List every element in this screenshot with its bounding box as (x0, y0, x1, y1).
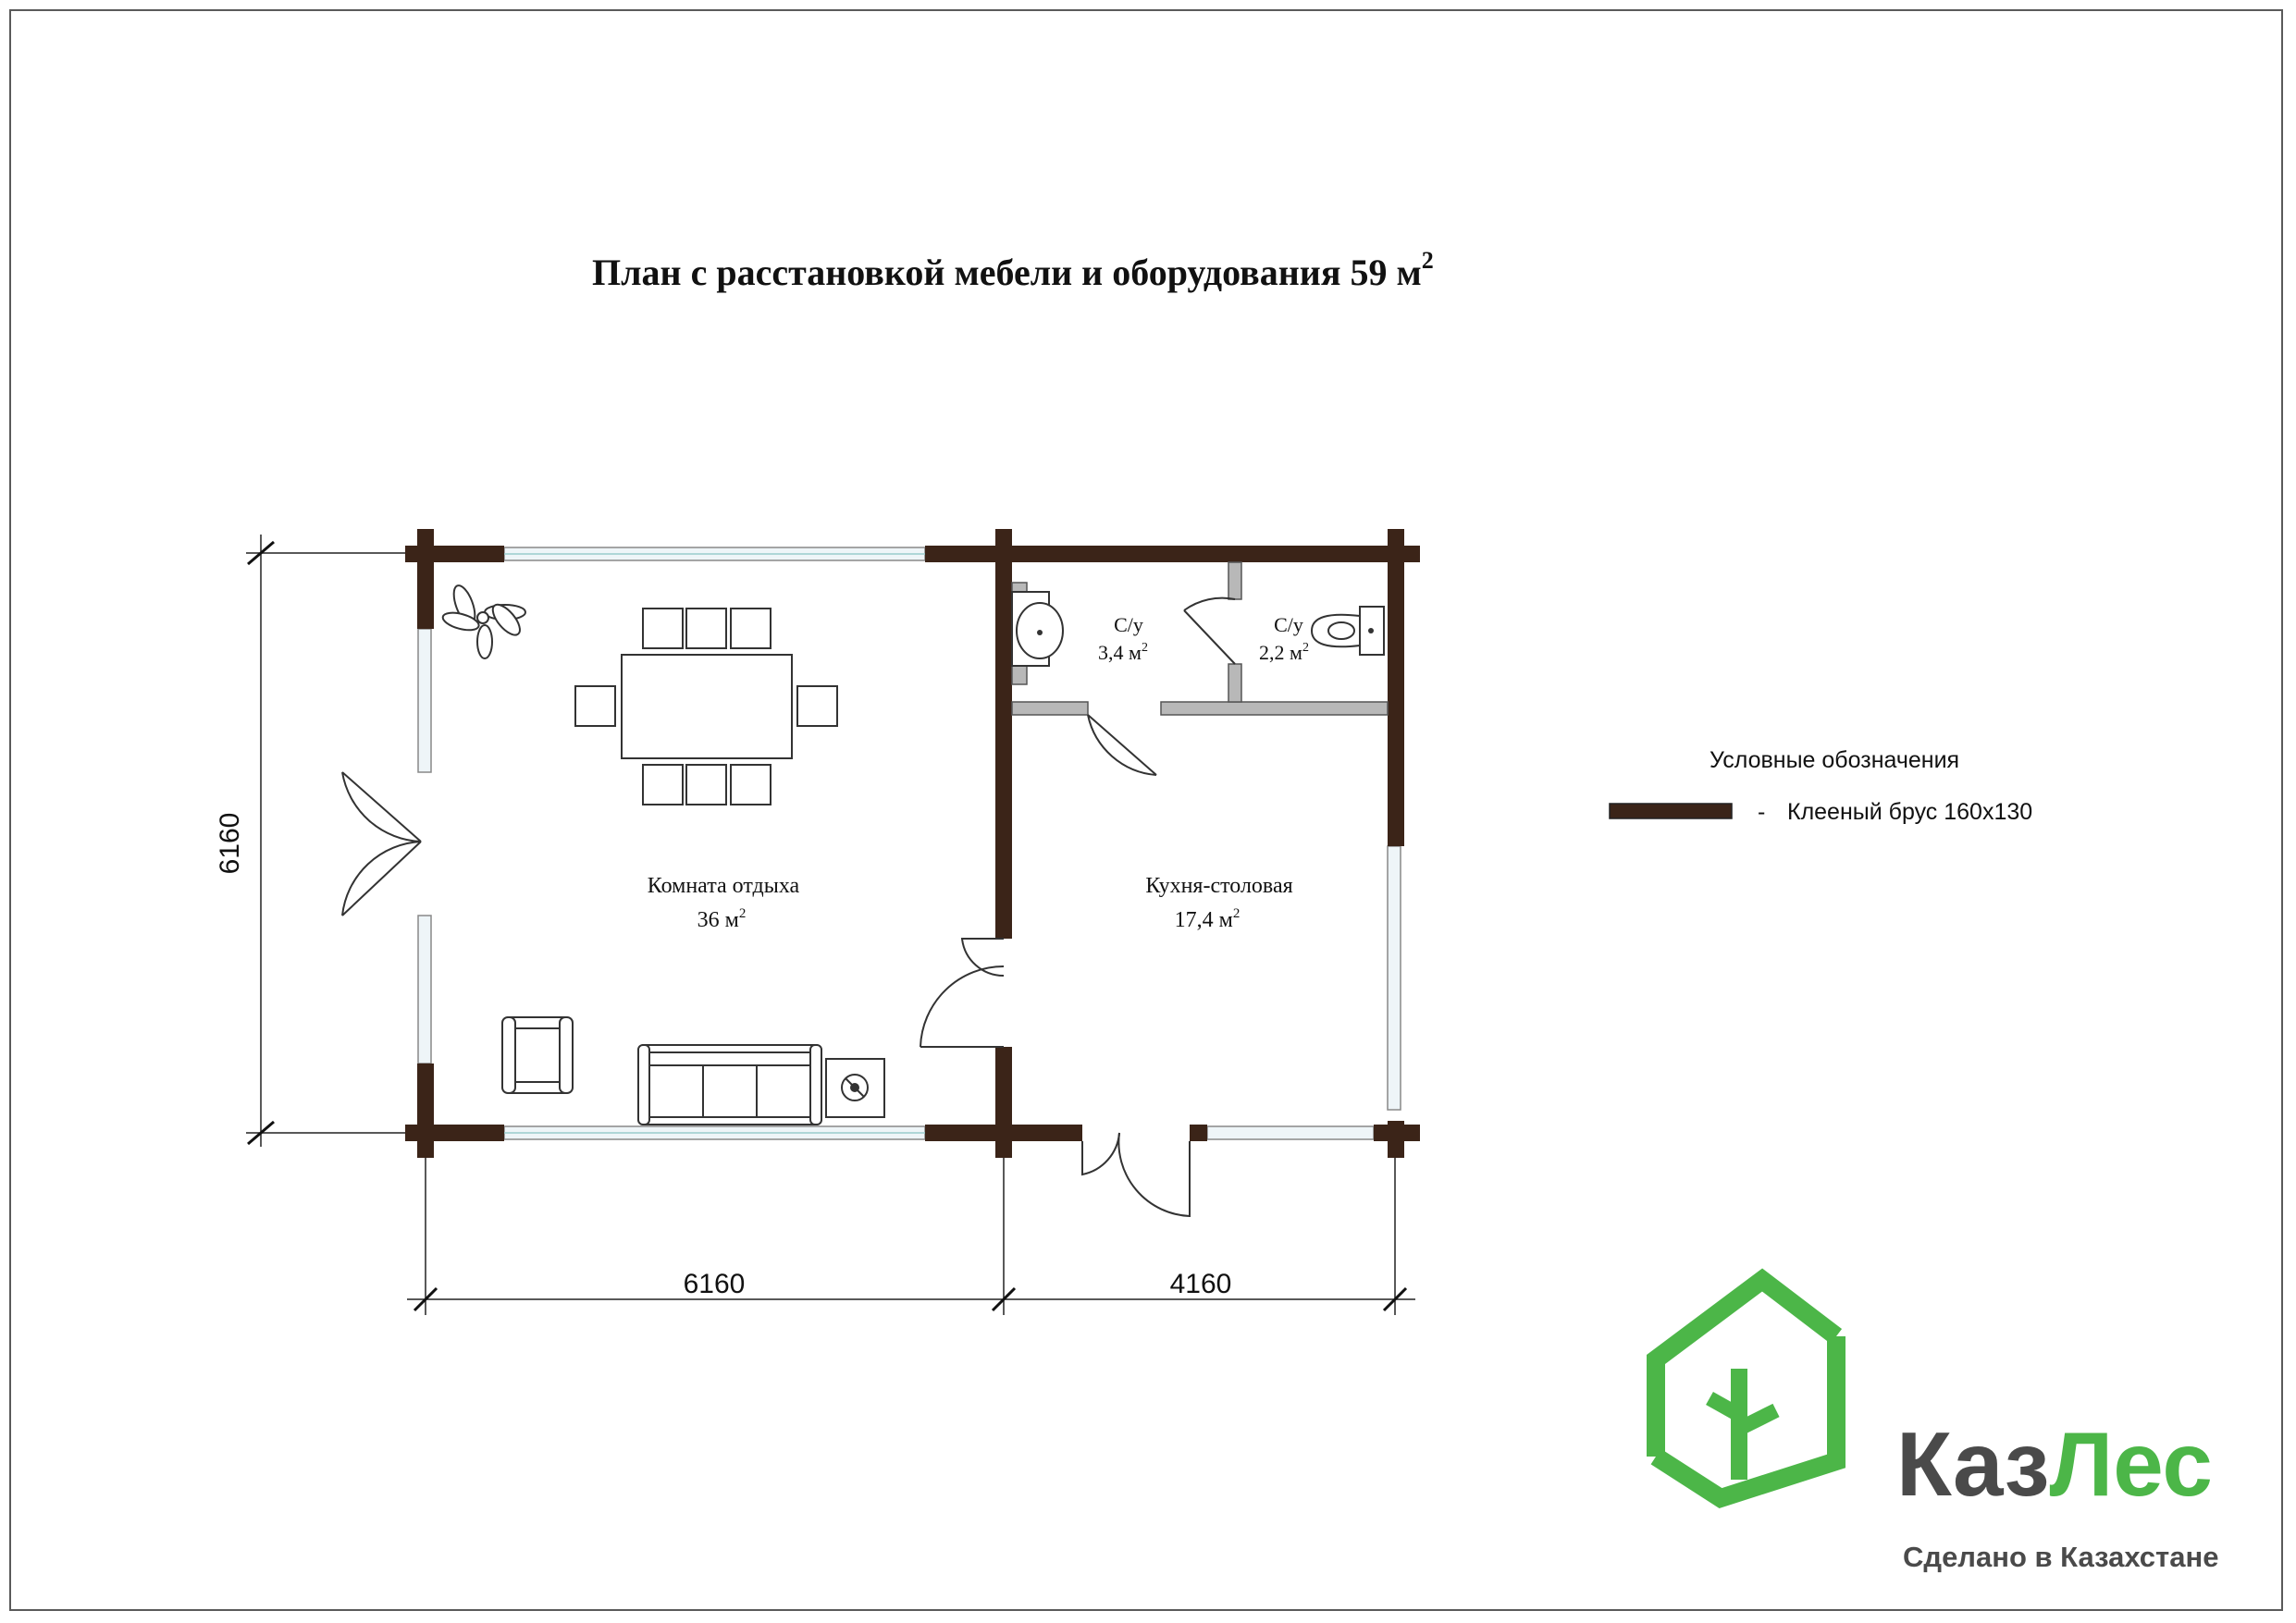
chair (685, 608, 727, 649)
room-name-kitchen: Кухня-столовая (1145, 874, 1292, 898)
chair (642, 608, 684, 649)
sink (1011, 591, 1064, 667)
dimension-width: 6160 4160 (407, 1147, 1415, 1315)
chair (796, 685, 838, 727)
stove (825, 1058, 885, 1118)
room-area-bath-1: 3,4 м2 (1098, 641, 1148, 664)
chair (685, 764, 727, 805)
window-left-lower (417, 915, 432, 1064)
room-area-kitchen: 17,4 м2 (1175, 906, 1241, 932)
page-title-sup: 2 (1422, 247, 1434, 274)
dimension-height: 6160 (215, 535, 421, 1147)
dimension-height-label: 6160 (215, 813, 245, 875)
legend: Условные обозначения - Клееный брус 160х… (1609, 747, 2032, 825)
room-name-bath-2: С/у (1274, 613, 1303, 636)
page-title: План с расстановкой мебели и оборудовани… (592, 247, 1434, 293)
dining-group (574, 608, 838, 805)
doors (341, 596, 1236, 1218)
dimension-width-right-label: 4160 (1170, 1269, 1232, 1299)
room-area-living: 36 м2 (697, 906, 747, 932)
legend-item-label: Клееный брус 160х130 (1787, 799, 2032, 825)
chair (574, 685, 616, 727)
window-right (1387, 845, 1401, 1111)
dining-table (621, 654, 793, 759)
legend-swatch (1609, 803, 1733, 819)
windows (417, 547, 1401, 1140)
room-name-bath-1: С/у (1114, 613, 1143, 636)
plant-icon (441, 584, 526, 659)
window-bottom-right (1206, 1125, 1375, 1140)
legend-title: Условные обозначения (1710, 747, 1959, 773)
legend-dash: - (1758, 799, 1765, 825)
log-walls (405, 529, 1420, 1158)
house-logo-icon (1647, 1268, 1845, 1508)
armchair (501, 1016, 574, 1094)
room-name-living: Комната отдыха (648, 874, 800, 898)
brand-name: КазЛес (1896, 1413, 2213, 1515)
window-left-upper (417, 628, 432, 773)
page-title-text: План с расстановкой мебели и оборудовани… (592, 252, 1422, 293)
brand-tagline: Сделано в Казахстане (1903, 1541, 2218, 1573)
dimension-width-left-label: 6160 (684, 1269, 746, 1299)
chair (730, 764, 772, 805)
brand-logo: КазЛес Сделано в Казахстане (1647, 1268, 2218, 1573)
chair (642, 764, 684, 805)
sheet-frame (9, 9, 2283, 1611)
sofa (637, 1044, 822, 1125)
chair (730, 608, 772, 649)
room-area-bath-2: 2,2 м2 (1259, 641, 1309, 664)
toilet (1310, 606, 1385, 656)
